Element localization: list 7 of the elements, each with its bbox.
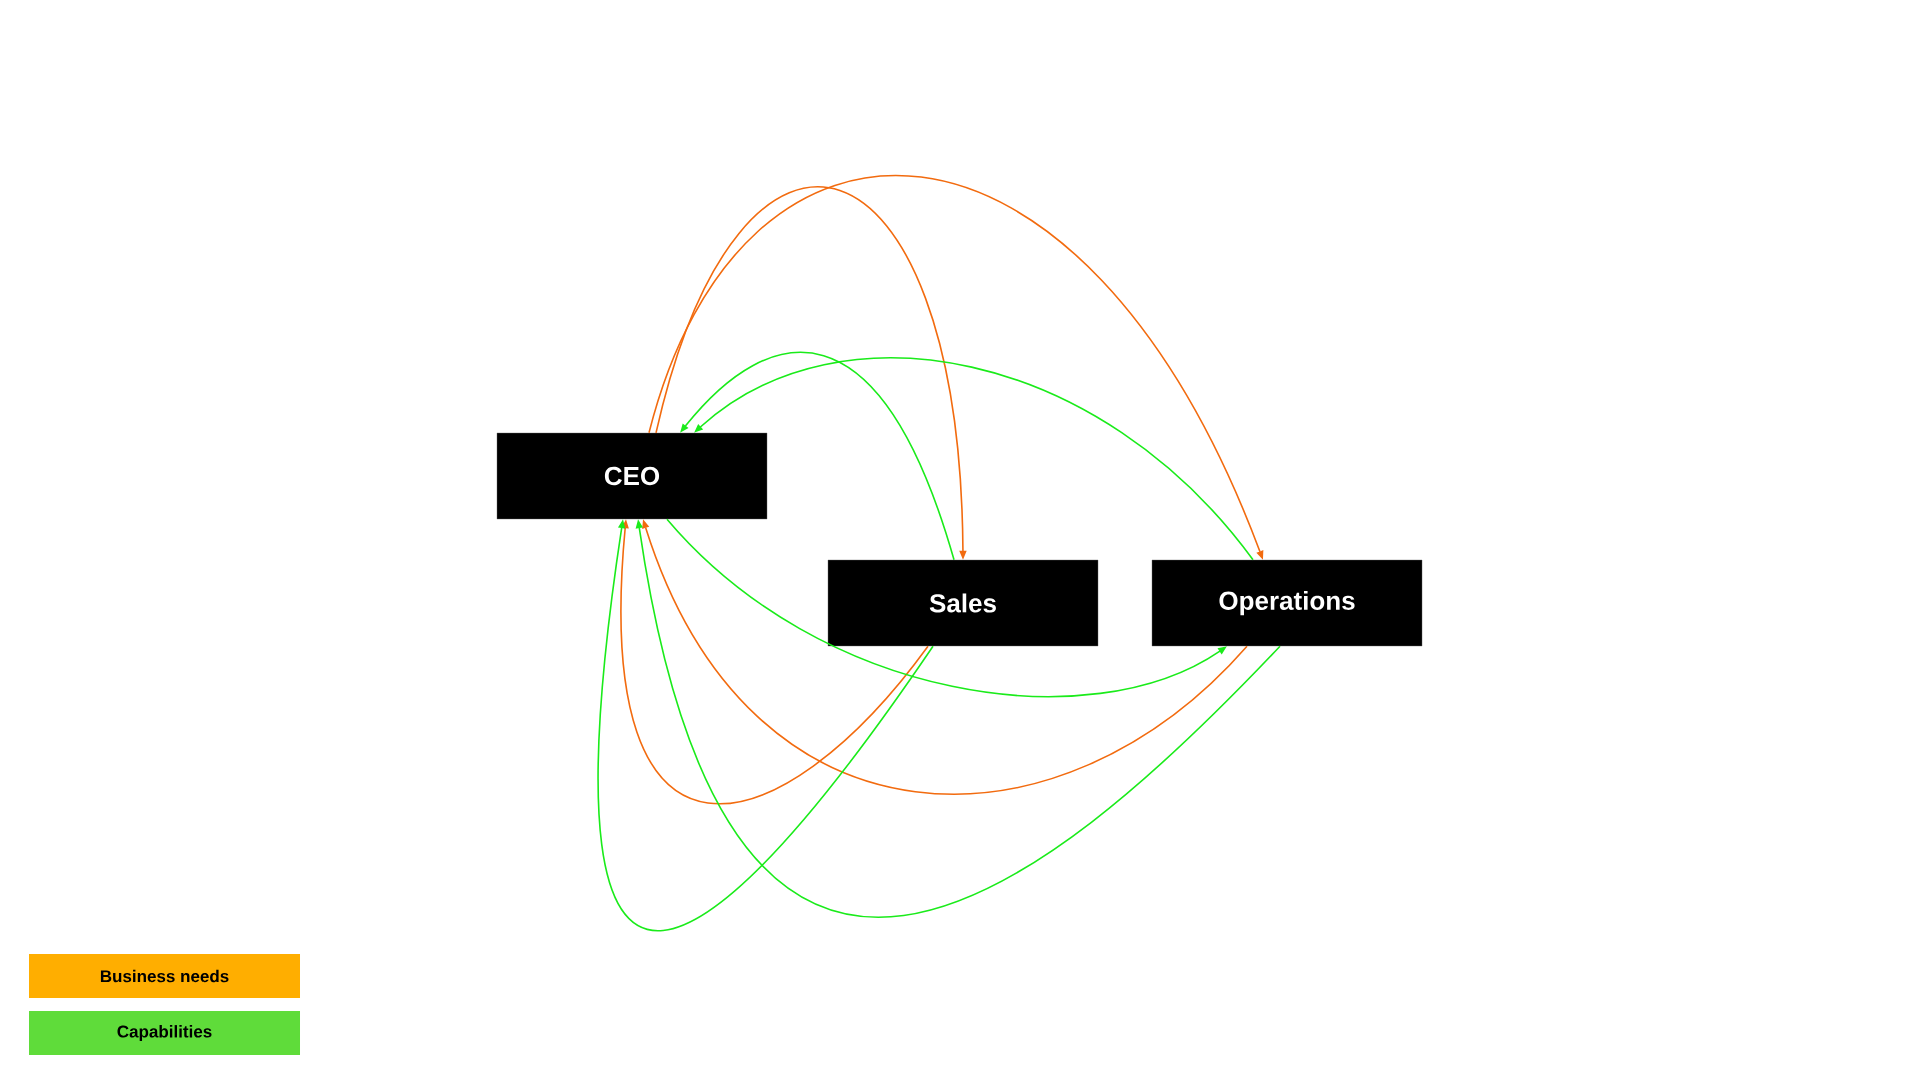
legend-label: Capabilities [117,1025,212,1041]
legend-label: Business needs [100,969,229,983]
arrow [694,357,1254,561]
process-box: Sales [827,559,1099,647]
arrow [680,351,955,561]
process-box: CEO [496,432,768,520]
process-box: Operations [1151,559,1423,647]
